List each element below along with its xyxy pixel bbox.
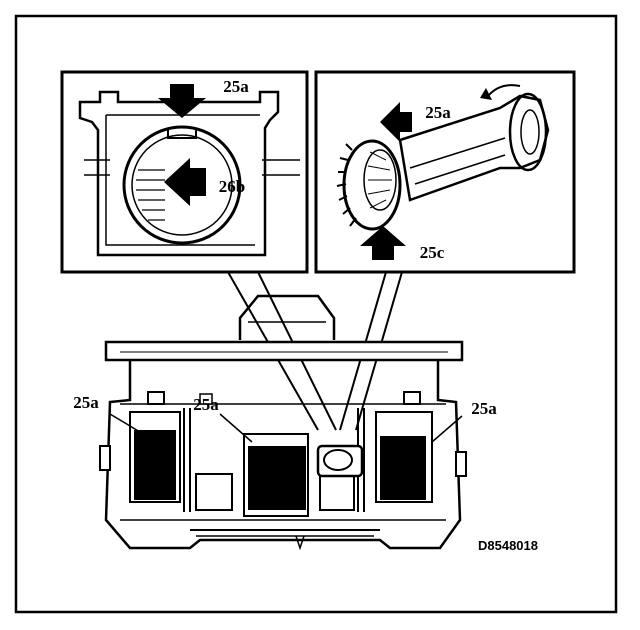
callout-main-right: 25a [471, 399, 497, 418]
outer-frame [14, 14, 618, 614]
main-assembly: 25a 25a 25a [73, 294, 497, 551]
callout-main-left: 25a [73, 393, 99, 412]
callout-inset-right-top: 25a [425, 103, 451, 122]
arrow-down-icon [158, 84, 206, 118]
arrow-up-icon [360, 226, 406, 260]
callout-main-center: 25a [193, 395, 219, 414]
figure-code: D8548018 [478, 538, 538, 553]
callout-inset-left-top: 25a [223, 77, 249, 96]
left-dark-block [134, 430, 176, 500]
callout-inset-left-center: 26b [219, 177, 245, 196]
center-dark-block [248, 446, 306, 510]
rotation-arrow-icon [480, 88, 492, 100]
left-inset: 25a 26b [60, 70, 309, 274]
callout-inset-right-bottom: 25c [420, 243, 445, 262]
arrow-left-icon [380, 102, 412, 142]
right-dark-block [380, 436, 426, 500]
arrow-left-icon [164, 158, 206, 206]
right-inset: 25a 25c [314, 70, 576, 274]
